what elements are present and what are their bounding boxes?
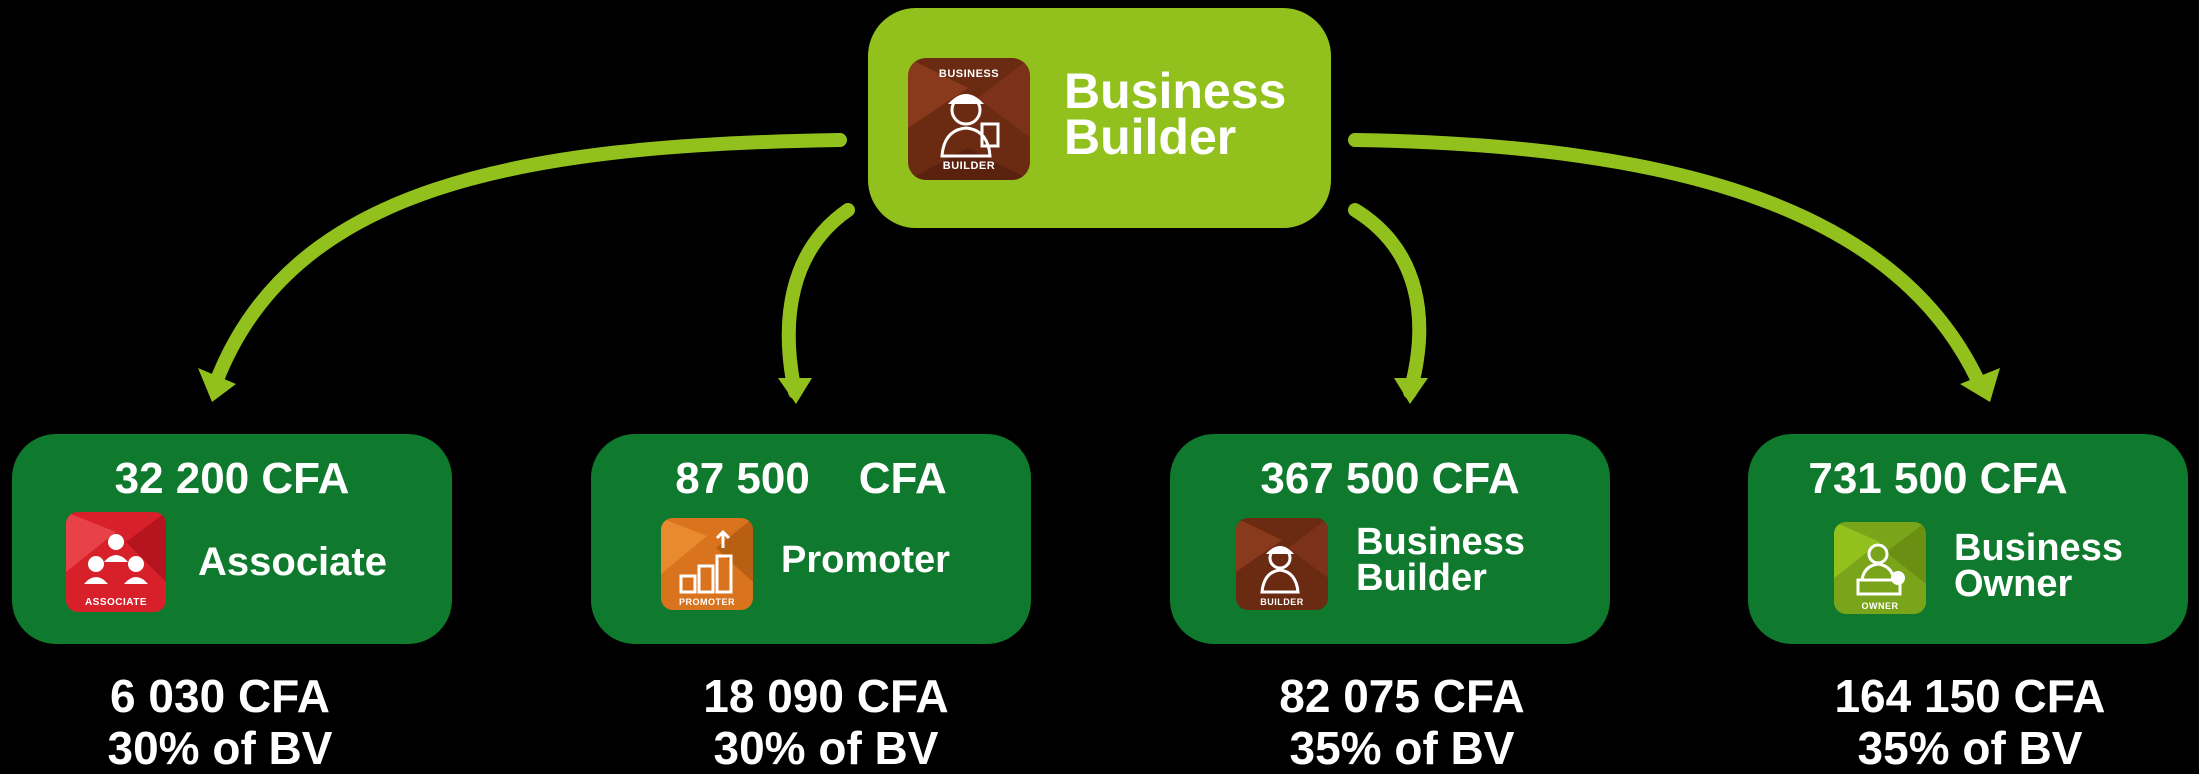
commission-amount: 82 075 CFA <box>1279 670 1525 722</box>
commission-percent: 30% of BV <box>107 722 333 774</box>
commission-amount: 18 090 CFA <box>703 670 949 722</box>
commission-percent: 35% of BV <box>1857 722 2083 774</box>
top-title-line2: Builder <box>1064 109 1237 165</box>
business-builder-node: BUSINESS BUILDER Business Builder <box>868 8 1331 228</box>
level-price: 32 200 CFA <box>114 454 350 503</box>
level-name: Business Owner <box>1954 527 2123 605</box>
badge-bottom-text: BUILDER <box>942 160 996 172</box>
builder-icon <box>908 58 1030 180</box>
level-price: 367 500 CFA <box>1260 454 1520 503</box>
arrow-to-promoter <box>781 203 855 399</box>
commission-percent: 35% of BV <box>1289 722 1515 774</box>
builder-icon: BUILDER <box>1236 518 1328 610</box>
commission-amount: 6 030 CFA <box>110 670 330 722</box>
owner-icon: OWNER <box>1834 522 1926 614</box>
arrow-to-business-owner <box>1348 133 1987 392</box>
badge-text: PROMOTER <box>678 597 735 607</box>
level-name: Business Builder <box>1356 521 1525 599</box>
level-business-builder: 367 500 CFA BUILDER Business Builder <box>1170 434 1610 644</box>
level-price: 87 500 CFA <box>675 454 947 503</box>
arrowhead-business-owner <box>1960 368 2000 402</box>
commission-business-owner: 164 150 CFA 35% of BV <box>1742 670 2198 774</box>
growth-icon: PROMOTER <box>661 518 753 610</box>
level-business-owner: 731 500 CFA OWNER Business Owner <box>1748 434 2188 644</box>
level-name-line2: Owner <box>1954 563 2073 605</box>
commission-promoter: 18 090 CFA 30% of BV <box>606 670 1046 774</box>
arrow-to-associate <box>208 133 847 392</box>
level-name: Promoter <box>781 539 950 581</box>
builder-badge: BUSINESS BUILDER <box>908 58 1030 180</box>
team-icon: ASSOCIATE <box>66 512 166 612</box>
badge-text: ASSOCIATE <box>84 597 148 608</box>
level-name-line2: Builder <box>1356 557 1487 599</box>
level-name-line1: Business <box>1954 527 2123 569</box>
arrowhead-business-builder <box>1394 378 1428 404</box>
commission-business-builder: 82 075 CFA 35% of BV <box>1182 670 1622 774</box>
level-promoter: 87 500 CFA PROMOTER Promoter <box>591 434 1031 644</box>
badge-text: BUILDER <box>1260 597 1304 607</box>
commission-associate: 6 030 CFA 30% of BV <box>0 670 440 774</box>
arrow-to-business-builder <box>1348 203 1427 399</box>
level-name: Associate <box>198 540 387 584</box>
commission-amount: 164 150 CFA <box>1834 670 2106 722</box>
level-associate: 32 200 CFA ASSOCIATE Associate <box>12 434 452 644</box>
level-name-line1: Business <box>1356 521 1525 563</box>
arrowhead-associate <box>198 368 236 402</box>
top-title-line1: Business <box>1064 63 1287 119</box>
badge-top-text: BUSINESS <box>938 68 1000 80</box>
commission-percent: 30% of BV <box>713 722 939 774</box>
top-title: Business Builder <box>1064 63 1287 165</box>
badge-text: OWNER <box>1861 601 1899 611</box>
level-price: 731 500 CFA <box>1808 454 2068 503</box>
arrowhead-promoter <box>778 378 812 404</box>
